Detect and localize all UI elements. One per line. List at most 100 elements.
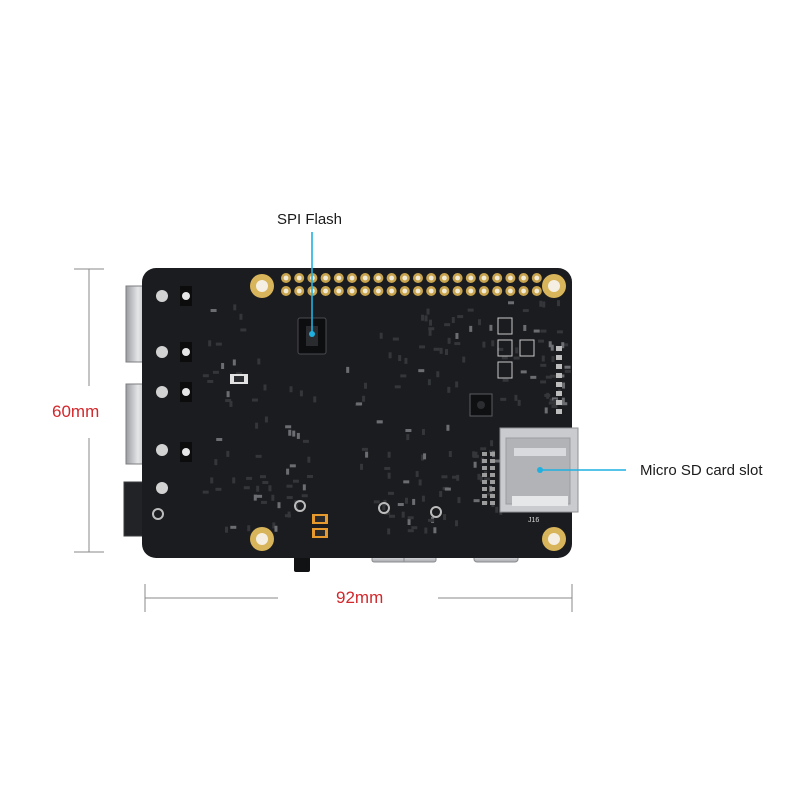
test-point [294,500,306,512]
gpio-pin [531,273,542,283]
smd-part [544,393,551,397]
smd-part [477,473,481,480]
gpio-pin [386,286,397,296]
smd-part [448,451,452,458]
smd-part [301,494,308,498]
gpio-pin [492,273,503,283]
smd-part [522,309,529,313]
smd-part [441,475,448,479]
smd-part [364,382,368,389]
smd-part [215,487,222,491]
mounting-hole-top-left [250,274,274,298]
smd-part [264,416,268,423]
smd-part [439,490,443,497]
smd-part [443,514,447,521]
smd-part [272,522,276,529]
edge-pad [556,382,562,387]
smd-part [513,356,520,360]
smd-part [365,451,369,458]
smd-part [225,399,232,403]
smd-part [436,371,440,378]
smd-part [530,375,537,379]
pcb [142,268,572,558]
smd-part [533,329,540,333]
smd-part [482,341,486,348]
smd-part [216,437,223,441]
gpio-pin [531,286,542,296]
smd-part [401,511,405,518]
smd-part [384,511,391,515]
smd-part [520,370,527,374]
smd-part [429,319,433,326]
smd-part [406,434,410,441]
gpio-pin [465,273,476,283]
smd-part [451,317,455,324]
test-pad [490,473,495,477]
smd-part [424,315,428,322]
smd-part [255,454,262,458]
smd-part [256,494,263,498]
gpio-pin [413,286,423,296]
smd-part [299,390,303,397]
smd-part [444,487,451,491]
smd-part [240,328,247,332]
smd-part [289,464,296,468]
smd-part [274,525,278,532]
smd-part [246,476,253,480]
gpio-pin [399,286,410,296]
smd-part [208,340,212,347]
smd-part [462,356,466,363]
smd-part [306,474,313,478]
resistor-array [497,317,513,335]
edge-pad [556,409,562,414]
gpio-pin [413,273,423,283]
label-height-60mm: 60mm [52,402,100,421]
test-pad [482,459,487,463]
gpio-pin [320,273,331,283]
test-point [430,506,442,518]
smd-part [564,369,571,373]
gpio-pin [347,273,357,283]
test-pad [490,487,495,491]
smd-part [551,404,558,408]
gpio-pin [281,273,291,283]
smd-part [394,385,401,389]
smd-part [502,378,509,382]
gpio-pin [492,286,503,296]
gpio-pin [373,273,384,283]
smd-part [540,380,547,384]
gpio-pin [347,286,357,296]
smd-part [207,379,214,383]
smd-part [551,356,555,363]
smd-part [253,494,257,501]
smd-part [421,454,425,461]
gpio-pin [281,286,291,296]
smd-part [473,461,477,468]
width-dimension [144,584,573,612]
smd-part [491,340,495,347]
smd-part [457,497,461,504]
ic-qfn [469,393,493,417]
test-pad [482,466,487,470]
smd-part [489,324,493,331]
smd-part [433,527,437,534]
solder-pad [156,290,168,302]
smd-part [411,526,418,530]
gpio-pin [479,273,489,283]
test-pad [482,452,487,456]
edge-pad [556,346,562,351]
smd-part [455,520,459,527]
gpio-pin [426,286,437,296]
smd-part [447,386,451,393]
inductor [180,342,192,362]
label-micro-sd-card-slot: Micro SD card slot [640,462,763,479]
height-dimension [74,268,104,553]
smd-part [405,428,412,432]
smd-part [271,494,275,501]
smd-part [407,519,411,526]
gpio-pin [518,286,529,296]
smd-part [433,347,440,351]
gpio-pin [386,273,397,283]
smd-part [292,430,296,437]
smd-part [288,429,292,436]
